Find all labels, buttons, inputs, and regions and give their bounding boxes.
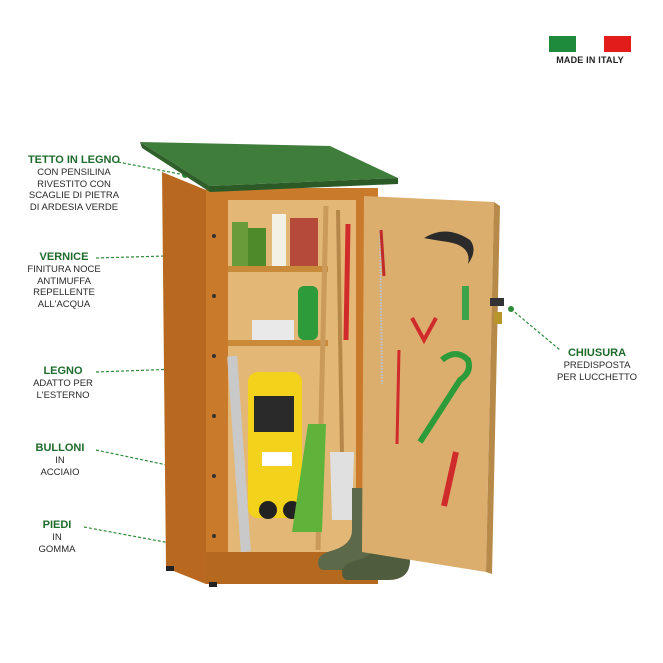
feature-desc-line: PER LUCCHETTO (556, 371, 638, 383)
feature-title: BULLONI (35, 442, 85, 454)
feature-desc-line: ADATTO PER (33, 378, 93, 389)
feature-desc-line: L'ESTERNO (36, 389, 90, 401)
feature-desc-line: GOMMA (38, 543, 76, 555)
shelf-items (232, 214, 318, 340)
feature-label-lock: CHIUSURA PREDISPOSTA PER LUCCHETTO (542, 347, 652, 383)
feature-title: CHIUSURA (567, 347, 627, 359)
feature-desc-line: REPELLENTE (33, 287, 95, 298)
shed-bolts (212, 234, 216, 538)
feature-label-paint: VERNICE FINITURA NOCE ANTIMUFFA REPELLEN… (14, 251, 114, 310)
pressure-washer (248, 372, 302, 519)
feature-desc-line: ACCIAIO (40, 466, 80, 478)
feature-title: LEGNO (43, 365, 83, 377)
shed-roof (140, 142, 398, 186)
leader-line-roof (117, 161, 186, 176)
shed-foot (166, 566, 174, 571)
feature-desc-line: SCAGLIE DI PIETRA (28, 190, 120, 201)
shed-door (362, 196, 504, 574)
feature-desc-line: RIVESTITO CON (37, 178, 111, 190)
feature-label-feet: PIEDI IN GOMMA (22, 519, 92, 555)
feature-label-wood: LEGNO ADATTO PER L'ESTERNO (18, 365, 108, 401)
interior-tools (227, 205, 354, 553)
feature-title: PIEDI (42, 519, 72, 531)
shed-roof-edge (140, 142, 210, 192)
leader-line-bolts (95, 449, 201, 473)
made-in-italy-caption: MADE IN ITALY (556, 55, 624, 65)
flag-red-stripe (603, 36, 631, 52)
feature-desc-line: PREDISPOSTA (563, 360, 631, 371)
shed-shelf-top (228, 266, 328, 272)
feature-label-roof: TETTO IN LEGNO CON PENSILINA RIVESTITO C… (12, 154, 136, 213)
feature-desc-line: CON PENSILINA (37, 167, 111, 178)
feature-label-bolts: BULLONI IN ACCIAIO (22, 442, 98, 478)
feature-desc-line: IN (55, 455, 65, 466)
feature-desc-line: ALL'ACQUA (37, 298, 91, 310)
flag-white-stripe (576, 36, 604, 52)
door-edge (486, 202, 500, 574)
feature-title: TETTO IN LEGNO (27, 154, 121, 166)
shed-shelf-middle (228, 340, 328, 346)
shed-foot (209, 582, 217, 587)
feature-desc-line: DI ARDESIA VERDE (29, 201, 119, 213)
shed-side-panel (162, 172, 206, 584)
italian-flag-icon (549, 36, 631, 52)
feature-title: VERNICE (39, 251, 89, 263)
door-panel (362, 196, 494, 572)
feature-desc-line: FINITURA NOCE (27, 264, 101, 275)
leader-line-feet (83, 526, 171, 544)
feature-desc-line: IN (52, 532, 62, 543)
feature-desc-line: ANTIMUFFA (37, 275, 91, 287)
shed-roof-front-edge (210, 178, 398, 192)
flag-green-stripe (549, 36, 577, 52)
leader-line-lock (510, 308, 561, 351)
